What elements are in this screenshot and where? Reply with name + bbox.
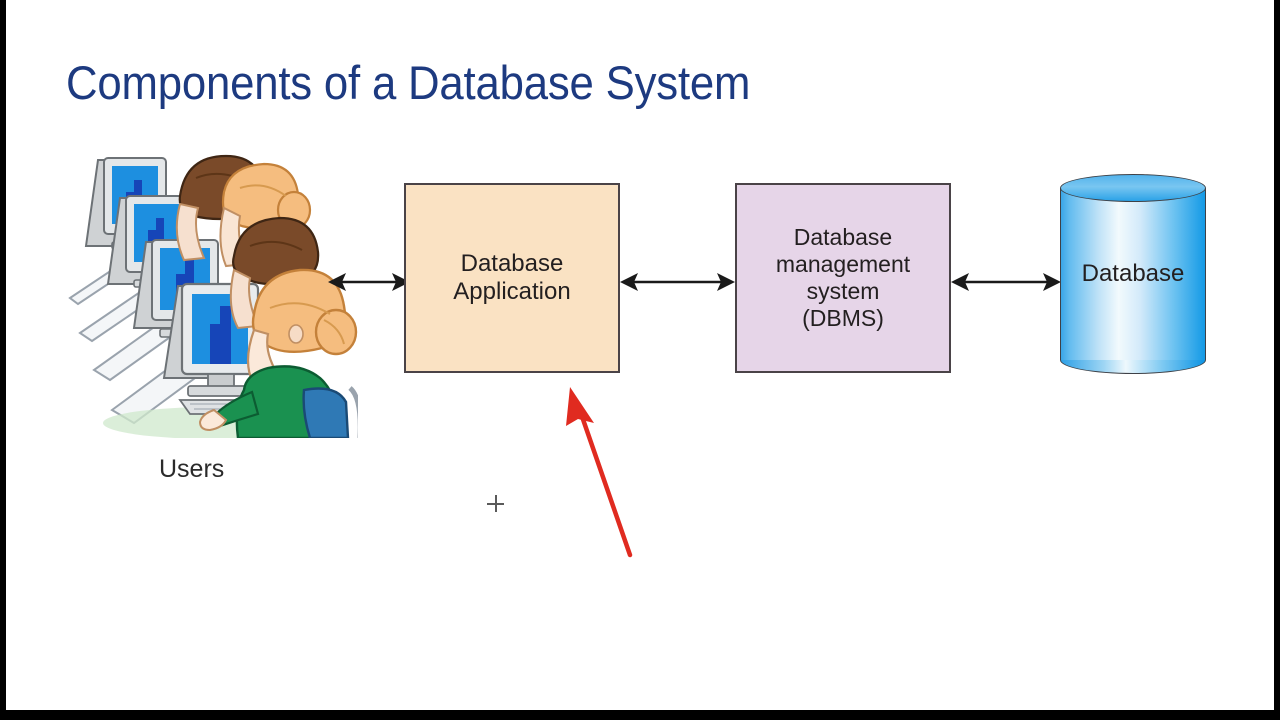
cylinder-top [1060, 174, 1206, 202]
cylinder-body [1060, 188, 1206, 360]
node-dbms-label: Database management system (DBMS) [775, 224, 911, 331]
users-label: Users [159, 455, 225, 483]
node-database-cylinder[interactable]: Database [1060, 174, 1206, 374]
node-database-application-label: Database Application [453, 249, 571, 305]
connector-dbms-database [951, 268, 1061, 296]
cursor-vertical-bar [495, 495, 497, 512]
crosshair-cursor [487, 495, 504, 512]
node-database-application[interactable]: Database Application [404, 183, 620, 373]
node-database-label: Database [1081, 260, 1185, 287]
red-pointer-arrow [556, 385, 651, 565]
connector-users-application [328, 268, 410, 296]
users-clipart [68, 138, 363, 440]
page-title: Components of a Database System [66, 56, 751, 109]
node-dbms[interactable]: Database management system (DBMS) [735, 183, 951, 373]
slide-canvas: Components of a Database System [6, 0, 1274, 710]
connector-application-dbms [620, 268, 735, 296]
